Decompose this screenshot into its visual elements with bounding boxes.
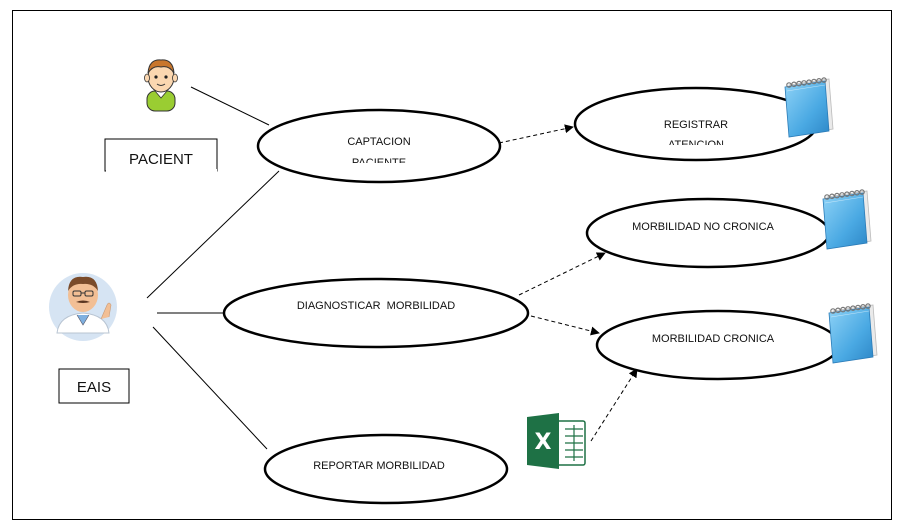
use-case-reportar-morbilidad: REPORTAR MORBILIDAD <box>263 433 509 505</box>
arrow-captacion-registrar <box>498 124 574 144</box>
doctor-icon <box>49 273 117 341</box>
notepad-icon <box>822 189 872 250</box>
use-case-diagnosticar-morbilidad: DIAGNOSTICAR MORBILIDAD <box>222 277 530 349</box>
use-case-registrar-atencion: REGISTRAR ATENCION <box>573 86 819 162</box>
association-eais-reportar <box>152 326 268 450</box>
excel-icon: X <box>527 413 586 469</box>
paciente-label: PACIENT <box>129 151 193 168</box>
paciente-label-box: PACIENT <box>104 138 218 177</box>
diagnosticar-label: DIAGNOSTICAR MORBILIDAD <box>297 300 455 312</box>
notepad-icon <box>828 303 878 364</box>
arrow-diagnosticar-cronica <box>530 315 600 336</box>
eais-label: EAIS <box>77 379 111 396</box>
arrow-reportar-cronica <box>590 368 638 442</box>
registrar-line1: REGISTRAR <box>664 119 728 131</box>
excel-letter: X <box>535 430 552 455</box>
use-case-morbilidad-no-cronica: MORBILIDAD NO CRONICA <box>585 197 831 269</box>
eais-label-box: EAIS <box>58 368 130 404</box>
notepad-icon <box>784 77 834 138</box>
reportar-label: REPORTAR MORBILIDAD <box>313 460 445 472</box>
patient-boy-icon <box>144 59 178 112</box>
no-cronica-label: MORBILIDAD NO CRONICA <box>632 221 774 233</box>
cronica-label: MORBILIDAD CRONICA <box>652 333 775 345</box>
use-case-morbilidad-cronica: MORBILIDAD CRONICA <box>595 309 841 381</box>
association-paciente-captacion <box>190 86 270 126</box>
association-eais-captacion <box>146 170 280 299</box>
captacion-line1: CAPTACION <box>347 136 410 148</box>
arrow-diagnosticar-nocronica <box>518 252 606 296</box>
